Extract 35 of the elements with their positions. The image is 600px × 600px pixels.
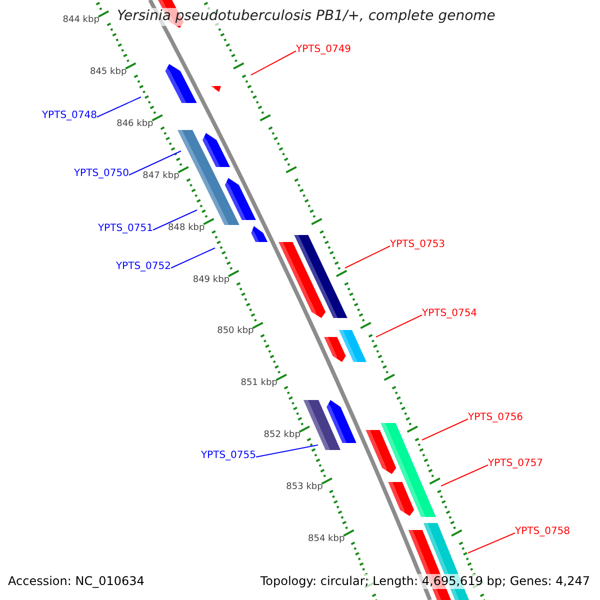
leader-line (250, 50, 296, 76)
leader-line (256, 444, 318, 458)
gene-label: YPTS_0755 (200, 451, 256, 461)
gene-label: YPTS_0751 (98, 224, 153, 234)
position-label: 845 kbp (90, 68, 127, 77)
leader-line (376, 314, 422, 338)
gene-label: YPTS_0756 (468, 413, 524, 423)
position-label: 847 kbp (142, 172, 180, 181)
leader-line (170, 248, 216, 268)
leader-line (440, 464, 488, 486)
gene-label: YPTS_0748 (42, 111, 97, 121)
leader-line (152, 210, 198, 230)
gene-label: YPTS_0753 (390, 240, 446, 250)
leader-line (96, 96, 142, 118)
position-label: 849 kbp (192, 276, 230, 284)
accession-label: Accession: NC_010634 (8, 574, 144, 589)
leader-line (422, 418, 468, 440)
position-label: 846 kbp (116, 120, 154, 129)
position-label: 844 kbp (62, 16, 100, 25)
position-label: 854 kbp (308, 535, 345, 544)
genome-summary: Topology: circular; Length: 4,695,619 bp; Genes: 4,247 (260, 574, 590, 589)
gene-label: YPTS_0757 (488, 459, 544, 469)
leader-line (468, 532, 516, 554)
position-label: 848 kbp (168, 224, 205, 233)
position-label: 850 kbp (217, 327, 254, 336)
position-label: 851 kbp (240, 379, 278, 388)
position-label: 853 kbp (286, 483, 323, 492)
gene-label: YPTS_0758 (515, 527, 570, 537)
gene-label: YPTS_0754 (422, 309, 478, 319)
leader-line (128, 150, 182, 176)
leader-line (344, 246, 390, 268)
position-label: 852 kbp (264, 431, 300, 440)
gene-label: YPTS_0749 (296, 45, 352, 55)
gene-label: YPTS_0750 (74, 169, 129, 179)
gene-label: YPTS_0752 (116, 262, 171, 272)
